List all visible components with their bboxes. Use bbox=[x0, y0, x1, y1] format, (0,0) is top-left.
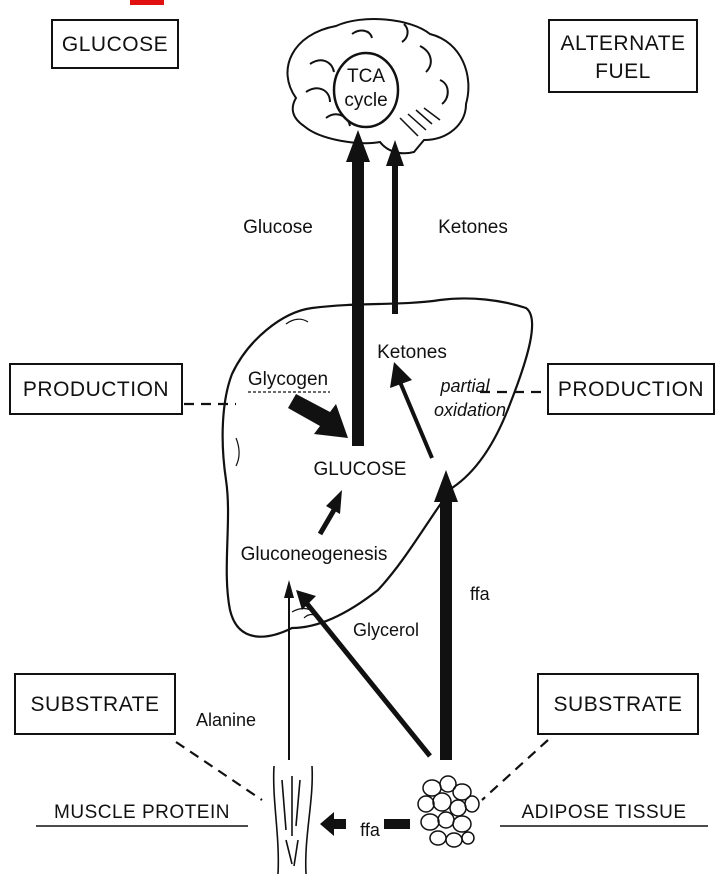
substrate-right-label: SUBSTRATE bbox=[554, 693, 683, 716]
oxidation-label: oxidation bbox=[434, 400, 506, 420]
partial-label: partial bbox=[439, 376, 490, 396]
alanine-label: Alanine bbox=[196, 710, 256, 730]
tca-label-line1: TCA bbox=[347, 66, 385, 87]
alternate-fuel-label-line2: FUEL bbox=[595, 60, 651, 83]
muscle-illustration bbox=[272, 765, 314, 875]
glucose-box-label: GLUCOSE bbox=[62, 33, 168, 56]
alternate-fuel-box: ALTERNATE FUEL bbox=[548, 19, 698, 93]
glucose-liver-label: GLUCOSE bbox=[314, 459, 407, 480]
production-left-label: PRODUCTION bbox=[23, 378, 169, 401]
alternate-fuel-label-line1: ALTERNATE bbox=[560, 32, 685, 55]
ffa-horizontal-label: ffa bbox=[360, 820, 381, 840]
dashed-connectors bbox=[175, 390, 549, 801]
substrate-left-label: SUBSTRATE bbox=[31, 693, 160, 716]
glycerol-label: Glycerol bbox=[353, 620, 419, 640]
top-red-fragment bbox=[130, 0, 164, 5]
tca-label-line2: cycle bbox=[344, 90, 387, 111]
production-box-right: PRODUCTION bbox=[547, 363, 715, 415]
glycogen-label: Glycogen bbox=[248, 369, 328, 390]
ketones-flow-label: Ketones bbox=[438, 217, 508, 238]
ketones-to-brain-arrow bbox=[386, 140, 404, 314]
glycerol-arrow bbox=[296, 590, 432, 758]
production-right-label: PRODUCTION bbox=[558, 378, 704, 401]
glucose-to-brain-arrow bbox=[346, 130, 370, 446]
ffa-to-muscle-arrow bbox=[320, 812, 410, 836]
production-box-left: PRODUCTION bbox=[9, 363, 183, 415]
partial-oxidation-arrow bbox=[390, 362, 434, 459]
ketones-liver-label: Ketones bbox=[377, 342, 447, 363]
liver-texture bbox=[235, 318, 321, 623]
adipose-illustration bbox=[417, 775, 480, 848]
adipose-tissue-label: ADIPOSE TISSUE bbox=[521, 802, 686, 823]
glycogen-to-glucose-arrow bbox=[288, 394, 348, 438]
gluconeogenesis-label: Gluconeogenesis bbox=[241, 544, 388, 565]
tca-cycle-circle: TCA cycle bbox=[332, 51, 400, 129]
substrate-box-left: SUBSTRATE bbox=[14, 673, 176, 735]
gluconeogenesis-to-glucose-arrow bbox=[317, 490, 342, 536]
glucose-flow-label: Glucose bbox=[243, 217, 313, 238]
glucose-box: GLUCOSE bbox=[51, 19, 179, 69]
ffa-to-liver-arrow bbox=[434, 470, 458, 760]
substrate-box-right: SUBSTRATE bbox=[537, 673, 699, 735]
brain-illustration bbox=[286, 18, 470, 155]
ffa-vertical-label: ffa bbox=[470, 584, 491, 604]
muscle-protein-label: MUSCLE PROTEIN bbox=[54, 802, 230, 823]
alanine-arrow bbox=[284, 580, 294, 760]
